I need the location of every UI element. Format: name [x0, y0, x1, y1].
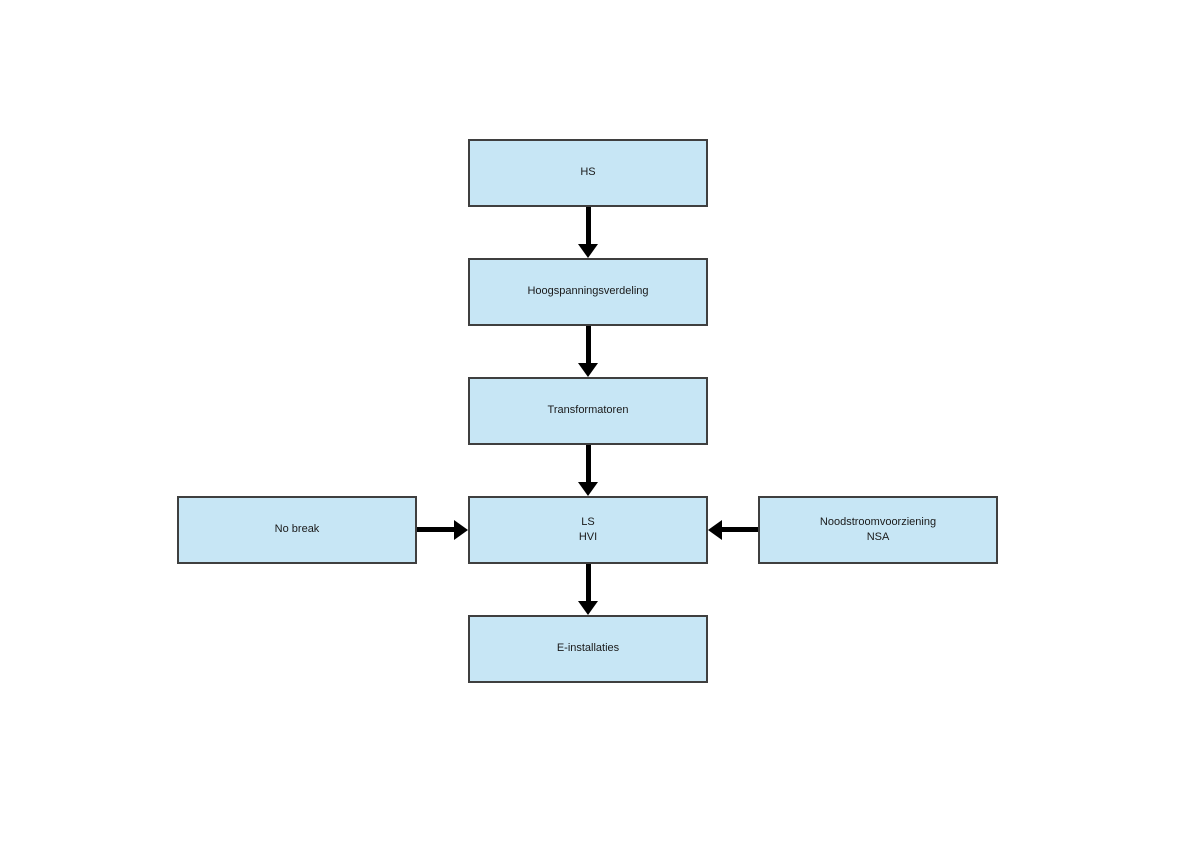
node-hs: HS — [468, 139, 708, 207]
arrow-no-break-to-ls-hvi-head — [454, 520, 468, 540]
arrow-hs-to-hoogspanningsverdeling-head — [578, 244, 598, 258]
node-transformatoren-label: Transformatoren — [547, 404, 629, 417]
node-hoogspanningsverdeling-label: Hoogspanningsverdeling — [527, 285, 649, 298]
arrow-transformatoren-to-ls-hvi-shaft — [586, 445, 591, 482]
arrow-ls-hvi-to-e-installaties-shaft — [586, 564, 591, 601]
node-e-installaties: E-installaties — [468, 615, 708, 683]
arrow-hoogspanningsverdeling-to-transformatoren-head — [578, 363, 598, 377]
arrow-ls-hvi-to-e-installaties-head — [578, 601, 598, 615]
arrow-hs-to-hoogspanningsverdeling-shaft — [586, 207, 591, 244]
node-noodstroomvoorziening-label-line2: NSA — [866, 531, 890, 543]
node-hs-label: HS — [580, 166, 596, 179]
node-no-break-label: No break — [274, 523, 320, 536]
node-ls-hvi: LS HVI — [468, 496, 708, 564]
node-e-installaties-label: E-installaties — [556, 642, 620, 655]
node-noodstroomvoorziening: Noodstroomvoorziening NSA — [758, 496, 998, 564]
node-noodstroomvoorziening-label-line1: Noodstroomvoorziening — [819, 515, 937, 528]
arrow-transformatoren-to-ls-hvi-head — [578, 482, 598, 496]
node-no-break: No break — [177, 496, 417, 564]
arrow-no-break-to-ls-hvi-shaft — [417, 527, 454, 532]
node-hoogspanningsverdeling: Hoogspanningsverdeling — [468, 258, 708, 326]
arrow-noodstroomvoorziening-to-ls-hvi-shaft — [722, 527, 758, 532]
node-transformatoren: Transformatoren — [468, 377, 708, 445]
arrow-hoogspanningsverdeling-to-transformatoren-shaft — [586, 326, 591, 363]
node-ls-hvi-label-line2: HVI — [578, 531, 598, 543]
node-ls-hvi-label-line1: LS — [581, 515, 595, 528]
arrow-noodstroomvoorziening-to-ls-hvi-head — [708, 520, 722, 540]
